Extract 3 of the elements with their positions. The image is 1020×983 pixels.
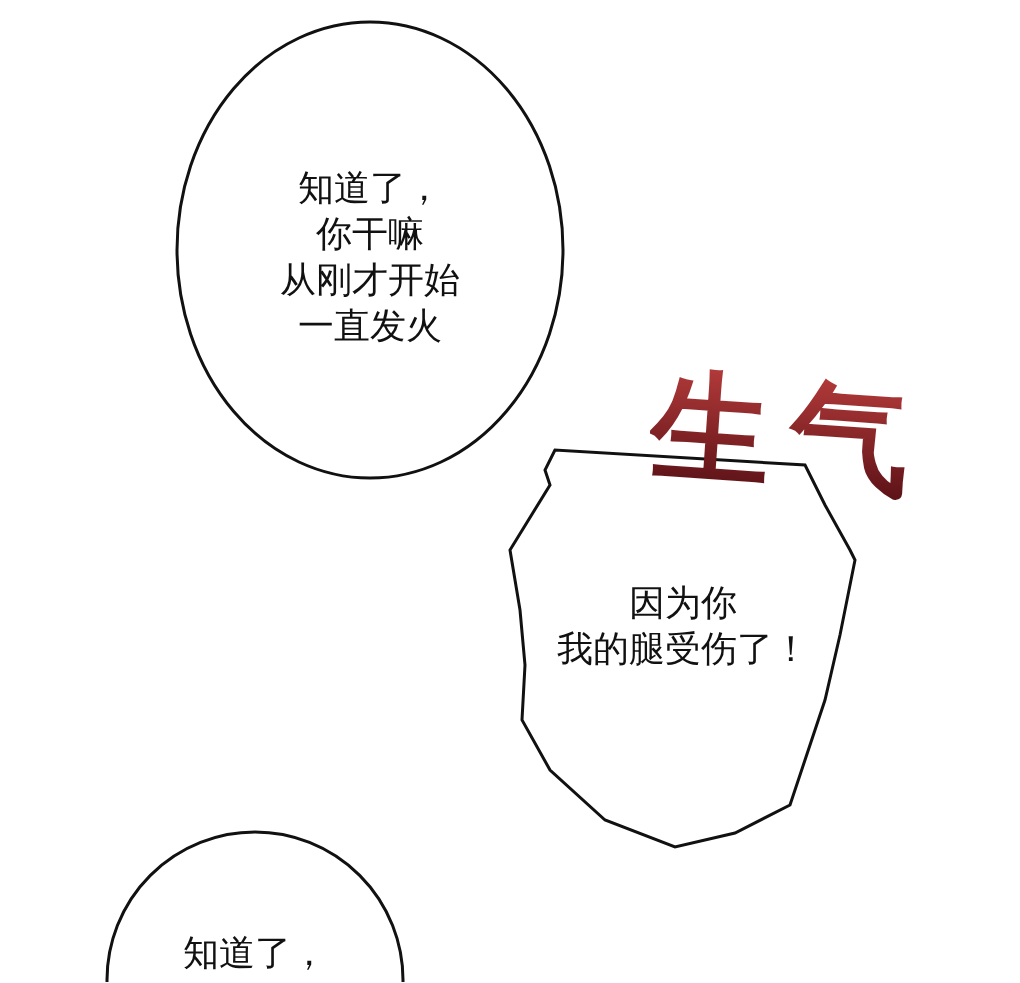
speech-text: 知道了，你干嘛从刚才开始一直发火 (279, 166, 461, 348)
speech-text: 知道了， (182, 931, 328, 975)
speech-text: 因为你我的腿受伤了！ (555, 581, 810, 671)
